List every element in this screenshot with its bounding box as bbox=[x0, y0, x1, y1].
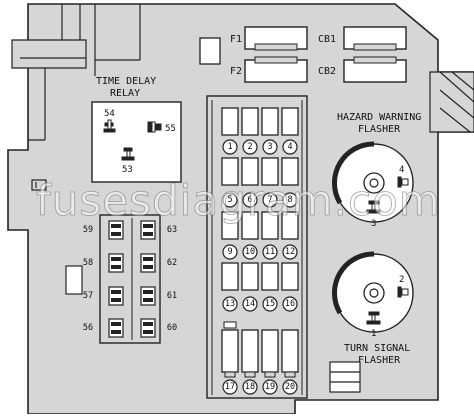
hazard-terminal-icon bbox=[366, 176, 409, 214]
fuse-19: 19 bbox=[261, 329, 279, 395]
label-turn-signal: TURN SIGNAL bbox=[344, 343, 410, 354]
label-f1: F1 bbox=[230, 34, 242, 45]
fuse-11: 11 bbox=[261, 211, 279, 260]
fuse-number-9: 9 bbox=[227, 247, 232, 257]
turn-signal-flasher: 2 1 bbox=[331, 251, 414, 339]
left-connectors: 59 58 57 56 63 62 61 60 bbox=[83, 218, 177, 340]
fuse-3: 3 bbox=[261, 107, 279, 155]
fuse-14: 14 bbox=[241, 262, 259, 312]
fuse-number-10: 10 bbox=[245, 247, 255, 257]
fuse-number-4: 4 bbox=[287, 142, 292, 152]
relay-terminal-55-label: 55 bbox=[165, 124, 176, 134]
fuse-18: 18 bbox=[241, 329, 259, 395]
connector-label-63: 63 bbox=[167, 225, 177, 235]
upper-left-bracket bbox=[11, 4, 141, 141]
fuse-number-11: 11 bbox=[265, 247, 275, 257]
fuse-13: 13 bbox=[221, 262, 239, 312]
fuse-20: 20 bbox=[281, 329, 299, 395]
connector-label-61: 61 bbox=[167, 291, 177, 301]
cartridge-f1 bbox=[244, 26, 308, 51]
fuse-number-12: 12 bbox=[285, 247, 295, 257]
fuse-number-16: 16 bbox=[285, 299, 295, 309]
label-cb1: CB1 bbox=[318, 34, 336, 45]
label-hazard-warning: HAZARD WARNING bbox=[337, 112, 421, 123]
label-hazard-flasher: FLASHER bbox=[358, 124, 401, 135]
connector-63 bbox=[140, 220, 156, 240]
hazard-center-label: 3 bbox=[371, 219, 376, 229]
circuit-breaker-cb1 bbox=[343, 26, 407, 51]
fuse-number-8: 8 bbox=[287, 195, 292, 205]
fuse-16: 16 bbox=[281, 262, 299, 312]
connector-label-59: 59 bbox=[83, 225, 93, 235]
fuse-4: 4 bbox=[281, 107, 299, 155]
fuse-5: 5 bbox=[221, 157, 239, 208]
relay-terminal-54-icon bbox=[103, 119, 116, 133]
turn-pin-label: 2 bbox=[399, 275, 404, 285]
connector-label-57: 57 bbox=[83, 291, 93, 301]
label-f2: F2 bbox=[230, 66, 242, 77]
fuse-number-6: 6 bbox=[247, 195, 252, 205]
fuse-number-19: 19 bbox=[265, 382, 275, 392]
vent-grille bbox=[329, 361, 361, 393]
turn-terminal-icon bbox=[366, 286, 409, 325]
connector-60 bbox=[140, 318, 156, 338]
fuse-number-20: 20 bbox=[285, 382, 295, 392]
label-time-delay: TIME DELAY bbox=[96, 76, 156, 87]
connector-61 bbox=[140, 286, 156, 306]
cartridge-f2 bbox=[244, 56, 308, 83]
label-cb2: CB2 bbox=[318, 66, 336, 77]
fuse-17: 17 bbox=[221, 329, 239, 395]
turn-center-label: 1 bbox=[371, 329, 376, 339]
fuse-number-17: 17 bbox=[225, 382, 235, 392]
small-socket-left bbox=[199, 37, 221, 65]
connector-59 bbox=[108, 220, 124, 240]
left-side-tabs bbox=[31, 179, 83, 295]
hazard-warning-flasher: 4 3 bbox=[331, 141, 414, 229]
connector-57 bbox=[108, 286, 124, 306]
relay-terminal-53-label: 53 bbox=[122, 165, 133, 175]
connector-label-58: 58 bbox=[83, 258, 93, 268]
fuse-number-5: 5 bbox=[227, 195, 232, 205]
fuse-1: 1 bbox=[221, 107, 239, 155]
hazard-pin-label: 4 bbox=[399, 165, 404, 175]
fuse-number-13: 13 bbox=[225, 299, 235, 309]
connector-58 bbox=[108, 253, 124, 273]
fuse-number-7: 7 bbox=[267, 195, 272, 205]
fuse-6: 6 bbox=[241, 157, 259, 208]
connector-62 bbox=[140, 253, 156, 273]
fuse-number-3: 3 bbox=[267, 142, 272, 152]
connector-label-60: 60 bbox=[167, 323, 177, 333]
left-connector-block: 59 58 57 56 63 62 61 60 bbox=[83, 214, 177, 344]
fuse-row-marker bbox=[223, 321, 237, 329]
fuse-12: 12 bbox=[281, 211, 299, 260]
relay-terminal-55-icon bbox=[147, 121, 162, 133]
fuse-number-1: 1 bbox=[227, 142, 232, 152]
connector-label-62: 62 bbox=[167, 258, 177, 268]
label-relay: RELAY bbox=[110, 88, 140, 99]
fuse-9: 9 bbox=[221, 211, 239, 260]
fuse-15: 15 bbox=[261, 262, 279, 312]
fuse-number-14: 14 bbox=[245, 299, 255, 309]
time-delay-relay: 54 55 53 bbox=[91, 101, 182, 183]
circuit-breaker-cb2 bbox=[343, 56, 407, 83]
watermark-text: fusesdiagram.com bbox=[36, 176, 441, 225]
fuse-2: 2 bbox=[241, 107, 259, 155]
fuse-10: 10 bbox=[241, 211, 259, 260]
connector-56 bbox=[108, 318, 124, 338]
fuse-number-15: 15 bbox=[265, 299, 275, 309]
fuse-number-18: 18 bbox=[245, 382, 255, 392]
fuse-7: 7 bbox=[261, 157, 279, 208]
fuse-8: 8 bbox=[281, 157, 299, 208]
connector-label-56: 56 bbox=[83, 323, 93, 333]
relay-terminal-54-label: 54 bbox=[104, 109, 115, 119]
right-bracket bbox=[429, 71, 474, 133]
fuse-number-2: 2 bbox=[247, 142, 252, 152]
label-turn-flasher: FLASHER bbox=[358, 355, 401, 366]
relay-terminal-53-icon bbox=[121, 147, 135, 161]
